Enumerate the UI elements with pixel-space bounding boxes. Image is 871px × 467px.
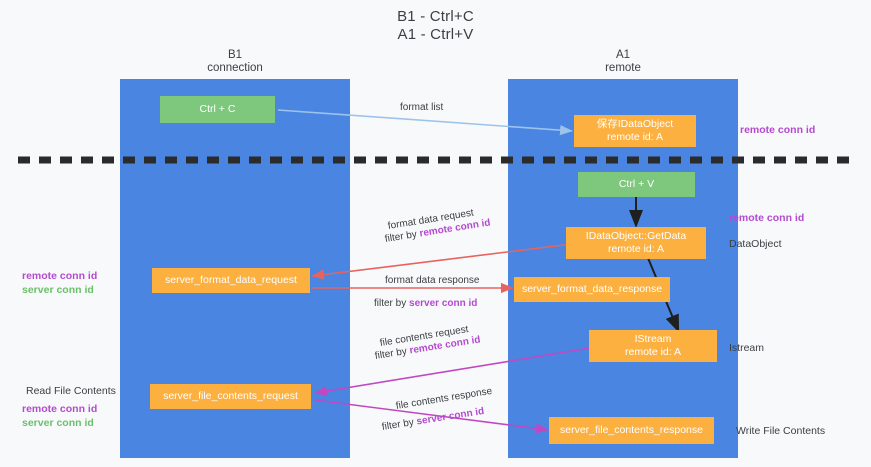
diagram-title-line-2: A1 - Ctrl+V bbox=[397, 26, 474, 43]
lane-column-b1 bbox=[120, 79, 350, 458]
lane-header-a1: A1 remote bbox=[508, 49, 738, 75]
lane-column-a1 bbox=[508, 79, 738, 458]
lane-header-b1-sub: connection bbox=[207, 62, 263, 74]
lane-header-b1: B1 connection bbox=[120, 49, 350, 75]
edge-file-contents-response bbox=[314, 399, 549, 434]
lane-header-a1-sub: remote bbox=[605, 62, 641, 74]
edge-file-contents-request bbox=[314, 347, 591, 397]
diagram-title-line-1: B1 - Ctrl+C bbox=[397, 8, 474, 25]
edge-format-list bbox=[277, 109, 573, 136]
lane-header-a1-name: A1 bbox=[615, 49, 631, 61]
edge-format-data-request bbox=[311, 243, 573, 280]
lane-header-b1-name: B1 bbox=[227, 49, 243, 61]
